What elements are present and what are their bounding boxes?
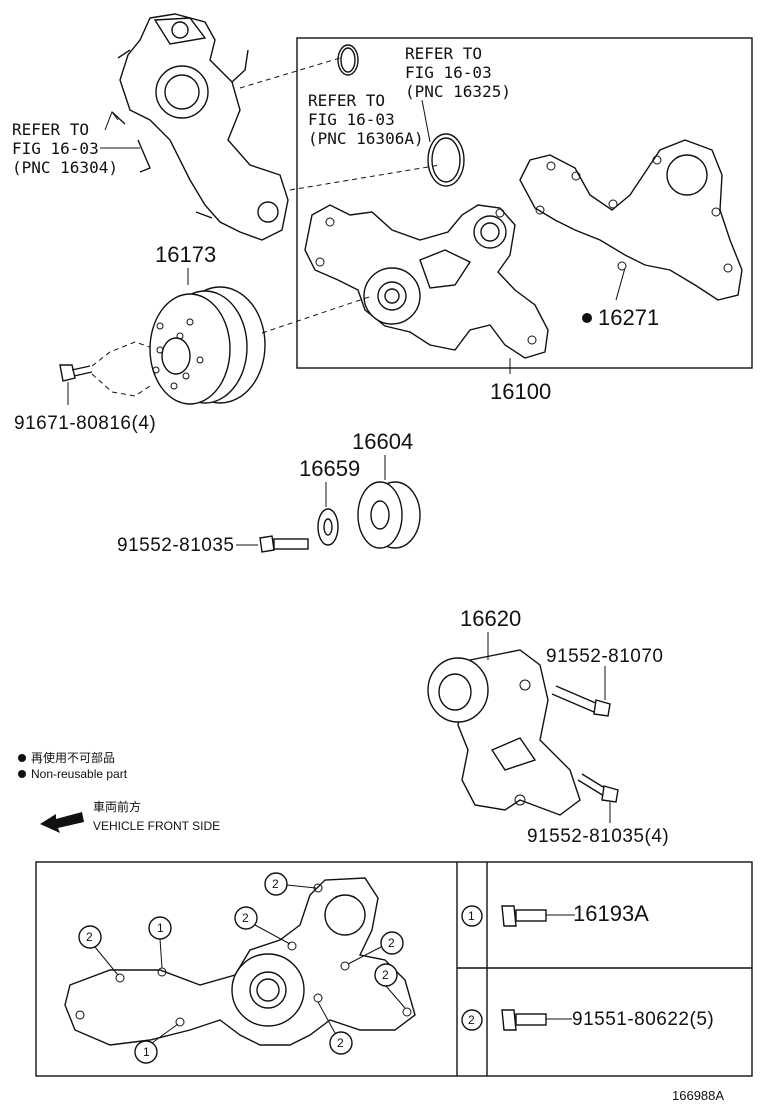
- ref-16306a-line2: FIG 16-03: [308, 110, 395, 129]
- bolt-91552-81035-x4: [577, 773, 619, 803]
- bolt-91671: [59, 364, 93, 382]
- ref-16304-line1: REFER TO: [12, 120, 89, 139]
- ref-16304-line2: FIG 16-03: [12, 139, 99, 158]
- part-label-91552-81035-x4: 91552-81035(4): [527, 826, 669, 847]
- bolt-91552-81035: [259, 535, 309, 553]
- callout-g: 2: [382, 968, 389, 982]
- part-label-16100: 16100: [490, 379, 551, 404]
- tensioner-16620: [427, 649, 581, 816]
- callout-a: 2: [86, 930, 93, 944]
- part-label-91552-81035: 91552-81035: [117, 535, 235, 556]
- table-part-2: 91551-80622(5): [572, 1009, 714, 1030]
- water-pump-body: [304, 204, 549, 359]
- bolt-16193a-icon: [501, 905, 547, 927]
- pump-bolt-layout: [64, 877, 416, 1046]
- legend: 再使用不可部品 Non-reusable part 車両前方 VEHICLE F…: [18, 750, 220, 833]
- callout-f: 2: [388, 936, 395, 950]
- table-mark-1: 1: [468, 909, 475, 923]
- part-label-16271: 16271: [598, 305, 659, 330]
- washer-16659: [317, 508, 339, 546]
- figure-id: 166988A: [672, 1088, 724, 1103]
- part-label-16659: 16659: [299, 456, 360, 481]
- ref-16325: REFER TO FIG 16-03 (PNC 16325): [405, 44, 511, 101]
- pulley-16173: [149, 286, 266, 405]
- ref-16304: REFER TO FIG 16-03 (PNC 16304): [12, 120, 140, 177]
- idler-pulley-16604: [357, 481, 421, 549]
- arrow-left-icon: [40, 812, 84, 833]
- table-part-1: 16193A: [573, 901, 649, 926]
- o-ring-large: [427, 133, 465, 187]
- bolt-location-box: [35, 861, 753, 1077]
- ref-16306a: REFER TO FIG 16-03 (PNC 16306A): [308, 91, 424, 148]
- callout-c: 2: [272, 877, 279, 891]
- legend-en-front: VEHICLE FRONT SIDE: [93, 819, 220, 833]
- part-label-16604: 16604: [352, 429, 413, 454]
- legend-en-nonreusable: Non-reusable part: [31, 767, 128, 781]
- o-ring-small: [337, 44, 359, 76]
- water-inlet-housing: [104, 13, 289, 241]
- legend-jp-nonreusable: 再使用不可部品: [31, 750, 115, 765]
- ref-16325-line3: (PNC 16325): [405, 82, 511, 101]
- ref-16325-line2: FIG 16-03: [405, 63, 492, 82]
- bolt-91552-81070: [551, 685, 611, 717]
- callout-b: 1: [157, 921, 164, 935]
- table-mark-2: 2: [468, 1013, 475, 1027]
- ref-16325-line1: REFER TO: [405, 44, 482, 63]
- legend-jp-front: 車両前方: [93, 799, 141, 814]
- part-label-91671: 91671-80816(4): [14, 413, 156, 434]
- ref-16304-line3: (PNC 16304): [12, 158, 118, 177]
- callout-d: 2: [242, 911, 249, 925]
- callout-h: 2: [337, 1036, 344, 1050]
- part-label-16173: 16173: [155, 242, 216, 267]
- part-label-16620: 16620: [460, 606, 521, 631]
- non-reusable-dot: [582, 313, 592, 323]
- gasket-16271: [519, 139, 743, 301]
- ref-16306a-line3: (PNC 16306A): [308, 129, 424, 148]
- ref-16306a-line1: REFER TO: [308, 91, 385, 110]
- bolt-91551-icon: [501, 1009, 547, 1031]
- water-pump-assembly-box: [296, 37, 753, 369]
- callouts: 2 1 2 2 1 2 2 2: [78, 872, 406, 1064]
- bolt-table: 1 16193A 2 91551-80622(5): [461, 901, 714, 1031]
- callout-e: 1: [143, 1045, 150, 1059]
- part-label-91552-81070: 91552-81070: [546, 646, 664, 667]
